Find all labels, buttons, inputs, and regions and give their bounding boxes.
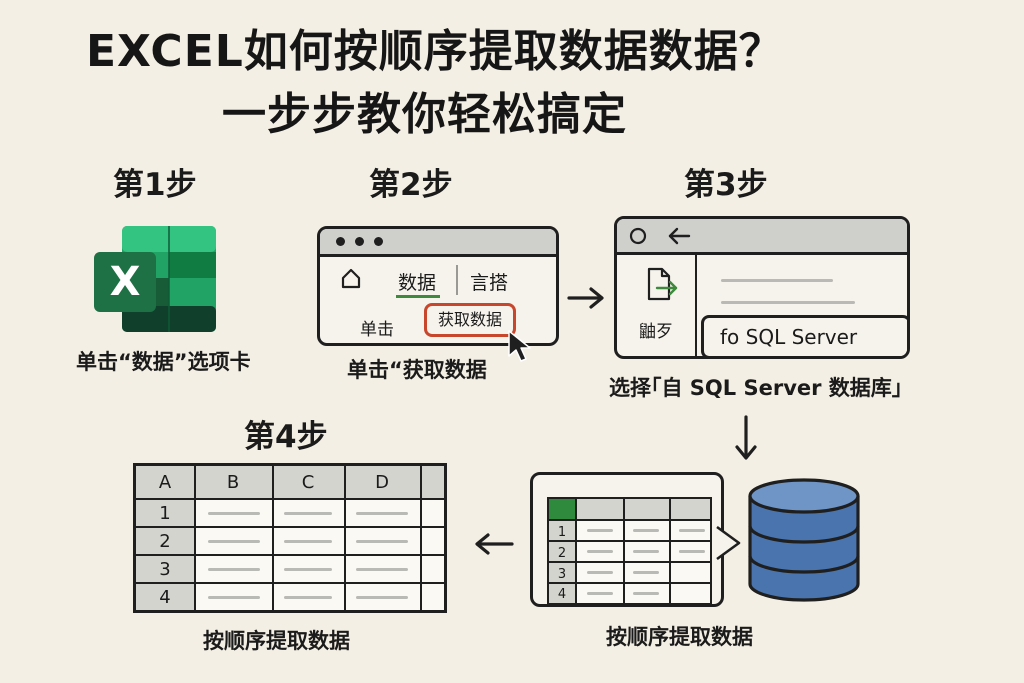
page-title-line2: 一步步教你轻松搞定 xyxy=(222,89,627,140)
column-header-b: B xyxy=(226,472,240,493)
step4-label: 第4步 xyxy=(244,419,328,455)
step2-ribbon-window: 数据 言搭 单击 获取数据 xyxy=(317,226,559,346)
step3-left-text: 鼬歹 xyxy=(639,322,673,342)
middle-row-number: 2 xyxy=(557,546,567,561)
placeholder-line xyxy=(721,279,833,282)
middle-caption: 按顺序提取数据 xyxy=(606,625,753,649)
arrow-left-icon xyxy=(474,532,514,556)
step4-row-header xyxy=(136,466,194,610)
placeholder-line xyxy=(721,301,855,304)
step3-dialog-window: 鼬歹 fo SQL Server xyxy=(614,216,910,359)
sql-server-option[interactable]: fo SQL Server xyxy=(701,315,907,356)
step1-label: 第1步 xyxy=(113,167,197,203)
row-number: 4 xyxy=(159,587,171,608)
row-number: 3 xyxy=(159,559,171,580)
chevron-right-icon xyxy=(713,523,745,563)
column-header-a: A xyxy=(158,472,172,493)
middle-sheet-grid: 1 2 3 4 xyxy=(547,497,712,604)
column-header-d: D xyxy=(375,472,389,493)
cursor-icon xyxy=(506,329,536,363)
step3-caption: 选择｢自 SQL Server 数据库｣ xyxy=(609,376,903,400)
step2-window-titlebar xyxy=(320,229,556,257)
row-number: 2 xyxy=(159,531,171,552)
middle-row-number: 3 xyxy=(557,567,567,582)
tab-divider xyxy=(456,265,458,295)
circle-icon xyxy=(629,227,647,245)
excel-icon-letter: X xyxy=(109,259,141,305)
row-number: 1 xyxy=(159,503,171,524)
step2-left-text: 单击 xyxy=(360,320,394,340)
tab-other[interactable]: 言搭 xyxy=(470,272,509,294)
step3-label: 第3步 xyxy=(684,167,768,203)
middle-sheet-window: 1 2 3 4 xyxy=(530,472,724,607)
step4-caption: 按顺序提取数据 xyxy=(203,629,350,653)
step3-window-titlebar xyxy=(617,219,907,255)
step1-caption: 单击“数据”选项卡 xyxy=(76,350,251,374)
arrow-down-icon xyxy=(735,415,757,461)
middle-row-number: 4 xyxy=(557,587,567,602)
tab-data[interactable]: 数据 xyxy=(398,272,437,294)
step4-spreadsheet: A B C D 1 2 3 4 xyxy=(133,463,447,613)
excel-icon: X xyxy=(92,222,220,334)
step2-label: 第2步 xyxy=(369,167,453,203)
column-header-c: C xyxy=(301,472,315,493)
step3-panel-divider xyxy=(695,253,697,356)
page-title-line1: EXCEL如何按顺序提取数据数据？ xyxy=(86,26,784,77)
tab-data-underline xyxy=(396,295,440,298)
import-file-icon[interactable] xyxy=(645,267,679,301)
database-icon xyxy=(746,478,862,603)
middle-sheet-header xyxy=(575,499,710,519)
step2-caption: 单击“获取数据 xyxy=(347,358,487,382)
middle-row-number: 1 xyxy=(557,525,567,540)
arrow-right-icon xyxy=(567,287,605,309)
middle-sheet-corner xyxy=(549,499,575,519)
home-icon[interactable] xyxy=(340,267,362,289)
get-data-button[interactable]: 获取数据 xyxy=(424,303,516,337)
back-arrow-icon[interactable] xyxy=(667,227,691,245)
